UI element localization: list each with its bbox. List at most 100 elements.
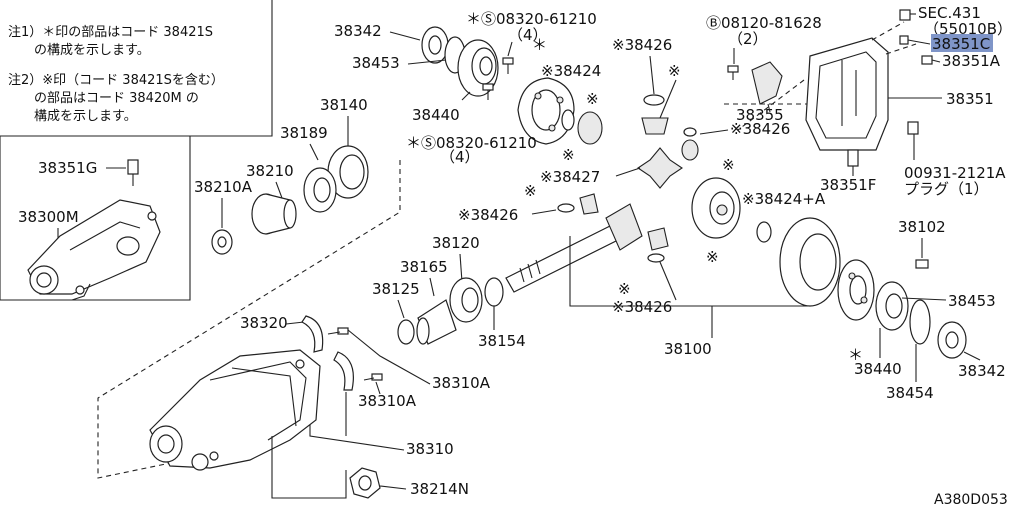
label-38351g: 38351G: [38, 159, 97, 177]
differential-case: [837, 259, 875, 321]
note2-line3: 構成を示します。: [34, 109, 137, 124]
mark-x1: ※: [562, 146, 575, 164]
asterisk-mark: ＊: [532, 36, 547, 54]
mark-x7: ※: [706, 248, 719, 266]
plug-00931: [907, 121, 919, 135]
label-bolt-qty-bottom: （4）: [440, 148, 480, 166]
label-38453-right: 38453: [948, 292, 996, 310]
ring-gear: [779, 217, 841, 307]
pinion-gear-top: [641, 117, 669, 135]
label-38440-right: 38440: [854, 360, 902, 378]
differential-housing-small: [27, 199, 161, 301]
label-00931: 00931-2121A: [904, 164, 1006, 182]
label-38102: 38102: [898, 218, 946, 236]
bolt-38351c: [899, 35, 909, 45]
note2-line2: の部品はコード 38420M の: [34, 91, 199, 106]
washer-small: [561, 109, 575, 131]
label-38125: 38125: [372, 280, 420, 298]
pinion-gear-mid: [579, 193, 599, 215]
bracket-38355: [751, 61, 783, 105]
shim-38454: [909, 299, 931, 345]
label-38351a: 38351A: [942, 52, 1001, 70]
label-38154: 38154: [478, 332, 526, 350]
side-gear-38424a: [691, 177, 741, 239]
companion-flange-38210: [251, 193, 297, 235]
bolt-38351a: [921, 55, 933, 65]
mark-x6: ※: [618, 280, 631, 298]
highlight-38351c: [931, 34, 993, 52]
label-bolt-08320-top: ＊Ⓢ08320-61210: [466, 10, 597, 28]
mark-x3: ※: [668, 62, 681, 80]
breather-38351f: [847, 149, 859, 167]
label-38426-mid: ※38426: [458, 206, 518, 224]
side-bracket-38310a: [333, 351, 354, 391]
mark-x2: ※: [586, 90, 599, 108]
rear-cover-38351: [805, 37, 889, 151]
label-38351: 38351: [946, 90, 994, 108]
thrust-washer-mid: [557, 203, 575, 213]
label-38310: 38310: [406, 440, 454, 458]
label-38140: 38140: [320, 96, 368, 114]
bearing-38189: [303, 167, 337, 213]
oil-seal-38342: [421, 26, 449, 64]
label-plug: プラグ（1）: [904, 180, 989, 198]
bolt-08120: [727, 65, 739, 80]
notes-box: 注1）＊印の部品はコード 38421S の構成を示します。 注2）※印（コード …: [0, 0, 273, 137]
label-38310a-1: 38310A: [432, 374, 491, 392]
label-38440-top: 38440: [412, 106, 460, 124]
side-gear-case-38424: [517, 77, 575, 145]
label-bolt-08120-qty: （2）: [728, 30, 768, 48]
label-38210a: 38210A: [194, 178, 253, 196]
side-gear-small: [577, 111, 603, 145]
bolt-38310: [327, 327, 349, 335]
seal-38154: [484, 277, 504, 307]
asterisk-mark-2: ＊: [848, 346, 863, 364]
label-38100: 38100: [664, 340, 712, 358]
side-bracket-38320: [301, 315, 324, 353]
label-38453-top: 38453: [352, 54, 400, 72]
label-38342-top: 38342: [334, 22, 382, 40]
note1-line2: の構成を示します。: [34, 43, 150, 58]
bearing-38140: [327, 145, 369, 199]
inset-assembly: 38351G 38300M: [0, 136, 191, 301]
label-38210: 38210: [246, 162, 294, 180]
mark-x5: ※: [722, 156, 735, 174]
bearing-38120: [449, 277, 483, 323]
washer-right: [683, 127, 697, 137]
label-38300m: 38300M: [18, 208, 79, 226]
label-bolt-08120: Ⓑ08120-81628: [706, 14, 822, 32]
note2-line1: 注2）※印（コード 38421Sを含む）: [8, 72, 224, 88]
pinion-gear-right: [681, 139, 699, 161]
thrust-washer-top: [643, 94, 665, 106]
label-sec431: SEC.431: [918, 4, 981, 22]
label-38424: ※38424: [541, 62, 601, 80]
note1-line1: 注1）＊印の部品はコード 38421S: [8, 25, 213, 40]
bearing-38440: [457, 39, 499, 97]
label-38189: 38189: [280, 124, 328, 142]
label-38214n: 38214N: [410, 480, 469, 498]
label-bolt-qty-top: （4）: [508, 26, 548, 44]
oil-seal-38342-right: [937, 321, 967, 359]
bolt-38102: [915, 259, 929, 269]
bearing-38440-right: [875, 281, 909, 331]
nut-38210a: [211, 229, 233, 255]
label-38424a: ※38424+A: [742, 190, 826, 208]
nut-38214n: [349, 467, 381, 499]
label-38427: ※38427: [540, 168, 600, 186]
label-38165: 38165: [400, 258, 448, 276]
mark-x4: ※: [524, 182, 537, 200]
label-38426-top: ※38426: [612, 36, 672, 54]
label-38310a-2: 38310A: [358, 392, 417, 410]
pinion-gear-lower: [647, 227, 669, 251]
pinion-cross-38427: [637, 147, 683, 189]
label-bolt-08320-bottom: ＊Ⓢ08320-61210: [406, 134, 537, 152]
label-38355: 38355: [736, 106, 784, 124]
washer-38424a: [756, 221, 772, 243]
label-sec431-sub: （55010B）: [924, 20, 1012, 38]
catalog-code: A380D053: [934, 492, 1008, 508]
label-38342-right: 38342: [958, 362, 1006, 380]
bolt-small-2: [482, 83, 494, 100]
label-38351f: 38351F: [820, 176, 876, 194]
